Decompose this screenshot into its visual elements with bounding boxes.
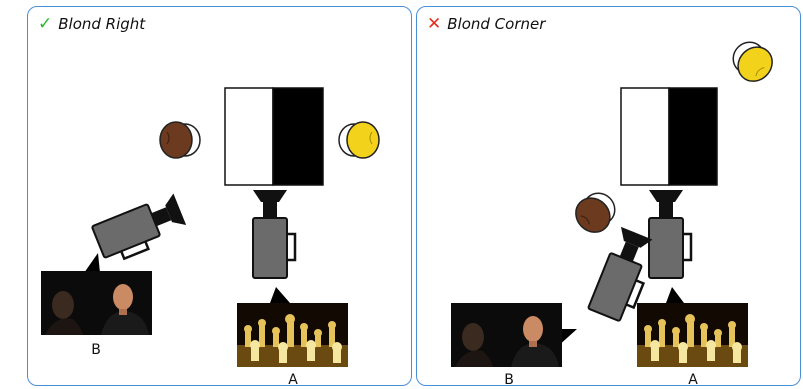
panel-header: ✓ Blond Right (38, 15, 145, 33)
chessboard-split (620, 87, 718, 186)
person-blond-icon (338, 121, 380, 159)
shot-still-chessboard (637, 303, 748, 367)
panel-header: ✕ Blond Corner (427, 15, 545, 33)
check-icon: ✓ (38, 13, 53, 34)
camera-icon (90, 192, 191, 267)
camera-icon (647, 188, 693, 280)
panel-blond-corner: ✕ Blond Corner B (416, 6, 801, 388)
camera-icon (251, 188, 297, 280)
chessboard-split (224, 87, 324, 186)
scene-diagram (451, 33, 780, 367)
person-brunette-icon (568, 184, 624, 240)
shot-still-two-people (41, 271, 152, 335)
shot-still-chessboard (237, 303, 348, 367)
person-blond-icon (724, 33, 780, 89)
panel-title: Blond Right (58, 15, 146, 33)
shot-label-a: A (688, 372, 698, 388)
shot-label-b: B (504, 372, 514, 388)
panel-blond-right: ✓ Blond Right B (27, 6, 412, 388)
shot-still-two-people (451, 303, 562, 367)
cross-icon: ✕ (427, 13, 442, 34)
person-brunette-icon (159, 121, 201, 159)
scene-diagram (41, 87, 380, 367)
shot-label-b: B (91, 342, 101, 358)
shot-label-a: A (288, 372, 298, 388)
panel-title: Blond Corner (447, 15, 546, 33)
